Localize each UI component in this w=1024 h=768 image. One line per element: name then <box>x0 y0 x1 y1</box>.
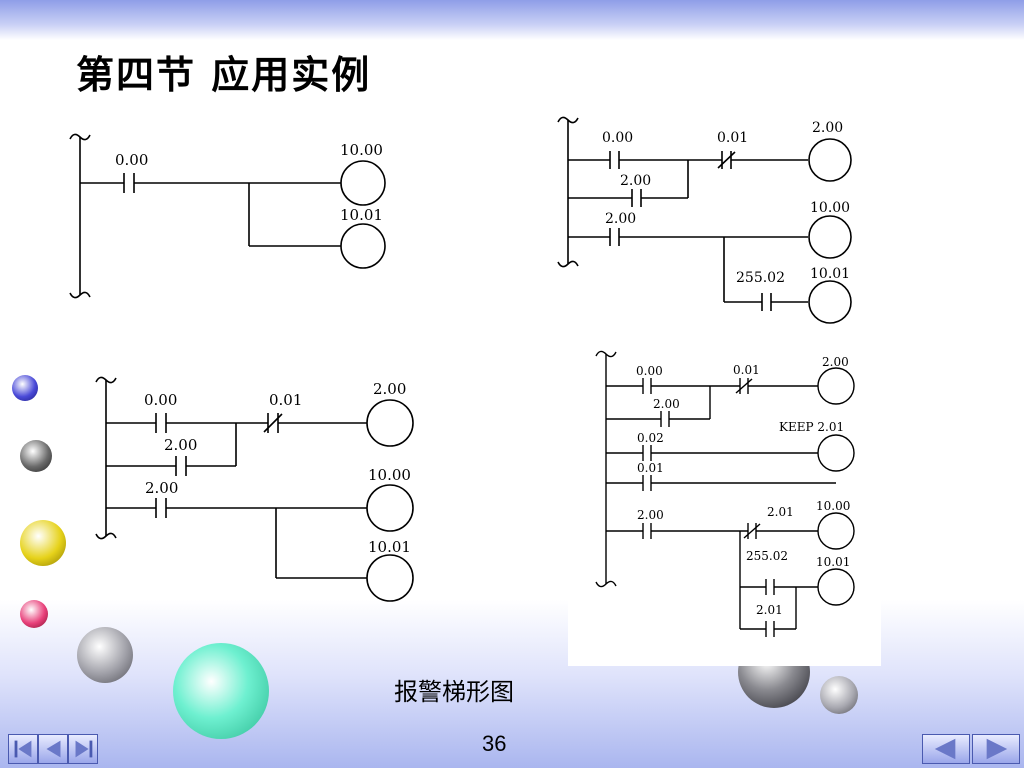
contact-label: 2.01 <box>767 505 794 519</box>
coil-label: 10.00 <box>368 466 411 484</box>
silver-ball-decoration <box>77 627 133 683</box>
back-icon <box>934 738 956 760</box>
contact-label: 255.02 <box>746 549 788 563</box>
contact-label: 0.01 <box>269 391 302 409</box>
coil-label: 2.00 <box>822 355 849 369</box>
top-gradient-band <box>0 0 1024 40</box>
contact-label: 2.01 <box>756 603 783 617</box>
contact-label: 0.00 <box>144 391 177 409</box>
back-button[interactable] <box>922 734 970 764</box>
last-slide-icon <box>75 740 93 758</box>
coil-label: 2.00 <box>812 120 843 136</box>
coil-label: 10.00 <box>816 499 850 513</box>
contact-label: 0.01 <box>717 130 748 146</box>
contact-label: 255.02 <box>736 270 785 286</box>
first-slide-icon <box>14 740 32 758</box>
coil-label: 10.01 <box>810 266 850 282</box>
contact-label: 0.00 <box>115 151 148 169</box>
coil-label: 10.00 <box>340 141 383 159</box>
coil-label: 10.01 <box>368 538 411 556</box>
contact-label: 0.00 <box>636 364 663 378</box>
ladder-diagram-3: 0.00 0.01 2.00 2.00 2.00 10.00 10.01 <box>95 376 414 602</box>
gray-ball-decoration <box>20 440 52 472</box>
contact-label: 0.01 <box>733 363 760 377</box>
contact-label: 0.02 <box>637 431 664 445</box>
teal-ball-decoration <box>173 643 269 739</box>
contact-label: 0.00 <box>602 130 633 146</box>
prev-slide-icon <box>46 740 61 758</box>
ladder-diagram-4: 0.00 0.01 2.00 0.02 0.01 2.00 2.01 255.0… <box>568 346 881 666</box>
pink-ball-decoration <box>20 600 48 628</box>
coil-label: 10.00 <box>810 200 850 216</box>
yellow-ball-decoration <box>20 520 66 566</box>
prev-slide-button[interactable] <box>38 734 68 764</box>
contact-label: 2.00 <box>145 479 178 497</box>
contact-label: 2.00 <box>164 436 197 454</box>
forward-icon <box>986 738 1008 760</box>
coil-label: 2.00 <box>373 380 406 398</box>
coil-label: 10.01 <box>340 206 383 224</box>
ladder-diagram-2: 0.00 0.01 2.00 2.00 255.02 2.00 10.00 10… <box>557 116 852 324</box>
contact-label: 2.00 <box>637 508 664 522</box>
contact-label: 2.00 <box>620 173 651 189</box>
slide-title: 第四节 应用实例 <box>76 52 372 97</box>
contact-label: 0.01 <box>637 461 664 475</box>
blue-ball-decoration <box>12 375 38 401</box>
diagram-caption: 报警梯形图 <box>394 678 514 706</box>
keep-label: KEEP 2.01 <box>779 420 844 434</box>
contact-label: 2.00 <box>653 397 680 411</box>
contact-label: 2.00 <box>605 211 636 227</box>
ladder-diagram-1: 0.00 10.00 10.01 <box>69 133 386 299</box>
small-silver-ball-decoration <box>820 676 858 714</box>
coil-label: 10.01 <box>816 555 850 569</box>
forward-button[interactable] <box>972 734 1020 764</box>
page-number: 36 <box>482 731 507 756</box>
first-slide-button[interactable] <box>8 734 38 764</box>
next-slide-button[interactable] <box>68 734 98 764</box>
